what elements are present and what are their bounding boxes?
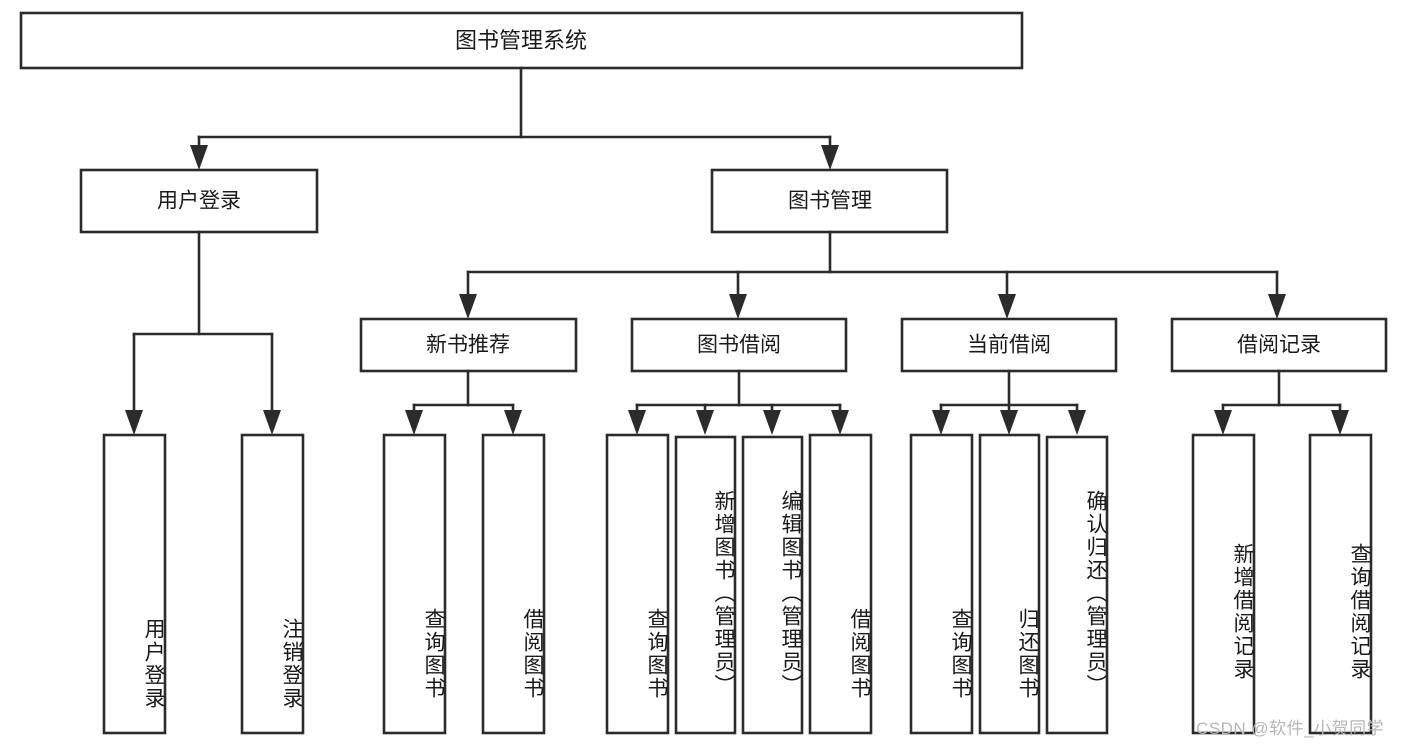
arrow-bookborrow-leaf-3 (763, 410, 781, 435)
node-new-book-recommend[interactable]: 新书推荐 (359, 317, 578, 373)
leaf-box-book-borrow-1[interactable] (605, 433, 670, 735)
arrow-currentborrow-leaf-1 (932, 410, 950, 435)
node-root-box[interactable] (19, 11, 1024, 70)
node-current-borrow[interactable]: 当前借阅 (900, 317, 1118, 373)
arrow-root-to-userlogin (190, 145, 208, 170)
leaf-box-new-book-1[interactable] (382, 433, 447, 735)
node-book-borrow[interactable]: 图书借阅 (630, 317, 848, 373)
arrow-bookmgmt-child-1 (459, 294, 477, 319)
arrow-userlogin-leaf-2 (263, 410, 281, 435)
node-current-borrow-label: 当前借阅 (967, 334, 1051, 357)
leaf-box-current-borrow-3[interactable] (1045, 435, 1109, 735)
csdn-watermark: CSDN @软件_小贺同学 (1196, 719, 1385, 738)
arrow-currentborrow-leaf-2 (1000, 410, 1018, 435)
arrow-bookborrow-leaf-1 (628, 410, 646, 435)
node-book-borrow-box[interactable] (630, 317, 848, 373)
leaf-box-user-login-1[interactable] (102, 433, 167, 735)
node-new-book-recommend-label: 新书推荐 (426, 334, 510, 357)
arrow-borrowrecord-leaf-1 (1214, 410, 1232, 435)
node-root-label: 图书管理系统 (455, 28, 587, 53)
node-root[interactable]: 图书管理系统 (19, 11, 1024, 70)
leaf-box-new-book-2[interactable] (481, 433, 546, 735)
leaf-box-book-borrow-3[interactable] (741, 435, 804, 735)
arrow-currentborrow-leaf-3 (1068, 410, 1086, 435)
node-new-book-recommend-box[interactable] (359, 317, 578, 373)
arrow-root-to-bookmgmt (821, 145, 839, 170)
node-borrow-record-box[interactable] (1170, 317, 1388, 373)
node-book-management[interactable]: 图书管理 (710, 168, 949, 234)
arrow-newbook-leaf-1 (405, 410, 423, 435)
arrow-borrowrecord-leaf-2 (1331, 410, 1349, 435)
leaf-box-book-borrow-2[interactable] (674, 435, 737, 735)
node-book-management-label: 图书管理 (788, 190, 872, 213)
node-borrow-record[interactable]: 借阅记录 (1170, 317, 1388, 373)
arrow-bookmgmt-child-2 (729, 294, 747, 319)
leaf-box-borrow-record-1[interactable] (1191, 433, 1256, 735)
arrow-bookborrow-leaf-4 (831, 410, 849, 435)
leaf-box-current-borrow-2[interactable] (978, 433, 1041, 735)
node-borrow-record-label: 借阅记录 (1237, 334, 1321, 357)
leaf-box-current-borrow-1[interactable] (909, 433, 974, 735)
leaf-box-borrow-record-2[interactable] (1308, 433, 1373, 735)
leaf-box-user-login-2[interactable] (240, 433, 305, 735)
arrow-bookmgmt-child-3 (998, 294, 1016, 319)
arrow-userlogin-leaf-1 (125, 410, 143, 435)
node-book-management-box[interactable] (710, 168, 949, 234)
node-user-login-label: 用户登录 (157, 190, 241, 213)
node-user-login[interactable]: 用户登录 (79, 168, 319, 234)
leaf-box-book-borrow-4[interactable] (808, 433, 873, 735)
arrow-newbook-leaf-2 (504, 410, 522, 435)
arrow-bookmgmt-child-4 (1268, 294, 1286, 319)
arrow-bookborrow-leaf-2 (696, 410, 714, 435)
node-current-borrow-box[interactable] (900, 317, 1118, 373)
node-book-borrow-label: 图书借阅 (697, 334, 781, 357)
